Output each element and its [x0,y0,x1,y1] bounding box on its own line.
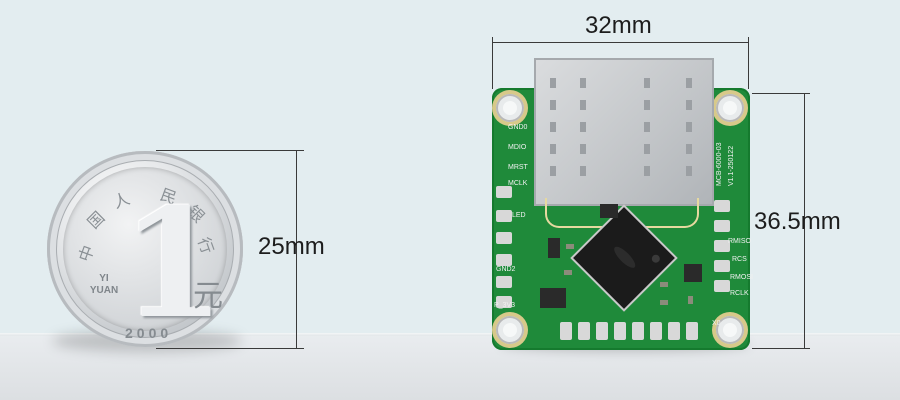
silk-model-number: MCB-6000-03 [716,142,723,186]
coin-year: 2000 [125,325,173,341]
coin-dimension-label: 25mm [258,233,325,260]
edge-pad [496,232,512,244]
component [684,264,702,282]
edge-pad [714,280,730,292]
silk-label-mrst: MRST [508,164,528,171]
component [566,244,574,249]
height-dimension-bottom-tick [752,348,810,349]
coin-dimension-top-tick [156,150,304,151]
mount-hole-bottom-left [496,316,524,344]
component [540,288,566,308]
coin-yuan-char: 元 [193,279,223,314]
silk-label-rcs: RCS [732,256,747,263]
edge-pad [560,322,572,340]
component [660,282,668,287]
silk-label-rmosi: RMOSI [730,274,753,281]
edge-pad [496,254,512,266]
edge-pad [632,322,644,340]
coin-face: 中 国 人 民 银 行 1 YI YUAN 元 2000 [63,167,227,341]
height-dimension-line [804,93,805,348]
edge-pad [714,260,730,272]
silk-version: V1.1-250122 [728,145,735,186]
silk-label-led: LED [512,212,526,219]
silk-label-rclk: RCLK [730,290,749,297]
silk-label-rmiso: RMISO [728,238,751,245]
mount-hole-bottom-right [716,316,744,344]
edge-pad [496,296,512,308]
width-dimension-line [492,42,749,43]
coin-dimension-line [296,150,297,348]
edge-pad [578,322,590,340]
edge-pad [496,186,512,198]
coin-legend-char: 国 [85,209,109,233]
coin-dimension-bottom-tick [156,348,304,349]
component [548,238,560,258]
component [600,204,618,218]
table-edge [0,333,900,336]
edge-pad [614,322,626,340]
coin-yi-yuan-latin: YI YUAN [79,273,129,297]
coin-yi-text: YI [99,273,109,284]
coin-legend-char: 中 [76,243,99,265]
silk-label-gnd0: GND0 [508,124,528,131]
edge-pad [686,322,698,340]
edge-pad [714,200,730,212]
silk-label-x0: X0 [712,320,721,327]
component [564,270,572,275]
height-dimension-top-tick [752,93,810,94]
width-dimension-right-tick [748,37,749,89]
width-dimension-left-tick [492,37,493,89]
silk-label-p3v3: P_3V3 [494,302,516,309]
mount-hole-top-left [496,94,524,122]
edge-pad [596,322,608,340]
edge-pad [668,322,680,340]
coin-yuan-text: YUAN [89,285,119,296]
silk-label-mdio: MDIO [508,144,527,151]
edge-pad [496,276,512,288]
component [660,300,668,305]
mount-hole-top-right [716,94,744,122]
coin-denomination: 1 [121,176,226,352]
height-dimension-label: 36.5mm [754,208,841,235]
one-yuan-coin: 中 国 人 民 银 行 1 YI YUAN 元 2000 [47,151,243,347]
edge-pad [496,210,512,222]
width-dimension-label: 32mm [585,12,652,39]
edge-pad [714,240,730,252]
silk-label-gnd2: GND2 [496,266,516,273]
edge-pad [650,322,662,340]
component [688,296,693,304]
edge-pad [714,220,730,232]
silk-label-mclk: MCLK [508,180,528,187]
radar-antenna-shield [534,58,714,206]
